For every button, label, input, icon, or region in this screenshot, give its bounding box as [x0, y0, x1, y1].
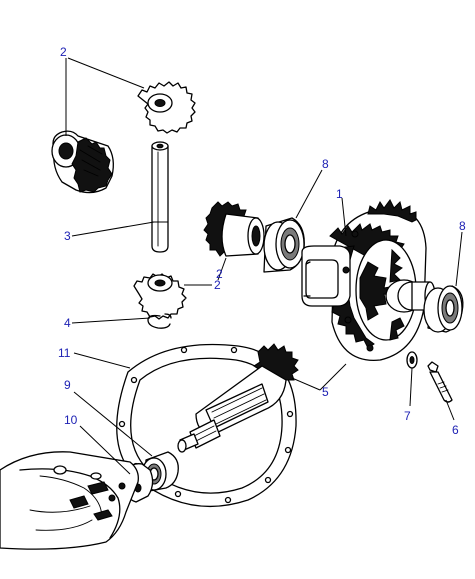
callout-9: 9: [64, 378, 71, 392]
ring-gear-bolt: [427, 361, 453, 403]
cross-shaft: [151, 141, 169, 253]
callout-5: 5: [322, 385, 329, 399]
bearing-left: [263, 217, 305, 273]
planet-gear-top: [137, 81, 196, 134]
callout-labels: 2 3 2 2 4 8 1 8 11 9 10 5 7 6: [58, 45, 466, 437]
callout-7: 7: [404, 409, 411, 423]
callout-10: 10: [64, 413, 78, 427]
callout-11: 11: [58, 346, 71, 360]
planet-gear-bottom: [133, 273, 187, 320]
callout-3: 3: [64, 229, 71, 243]
callout-8-left: 8: [322, 157, 329, 171]
callout-2-top: 2: [60, 45, 67, 59]
callout-6: 6: [452, 423, 459, 437]
bearing-right: [423, 285, 464, 333]
side-gear-left: [51, 130, 114, 194]
differential-assembly: [301, 199, 436, 361]
side-gear-center: [203, 201, 265, 257]
callout-2-center: 2: [216, 267, 223, 281]
callout-8-right: 8: [459, 219, 466, 233]
leader-lines: [65, 57, 463, 475]
retaining-clip: [147, 313, 172, 329]
axle-housing: [0, 451, 139, 550]
callout-2-bottom: 2: [214, 278, 221, 292]
callout-1: 1: [336, 187, 343, 201]
washer: [406, 351, 418, 369]
pinion-shaft: [177, 343, 299, 453]
callout-4: 4: [64, 316, 71, 330]
